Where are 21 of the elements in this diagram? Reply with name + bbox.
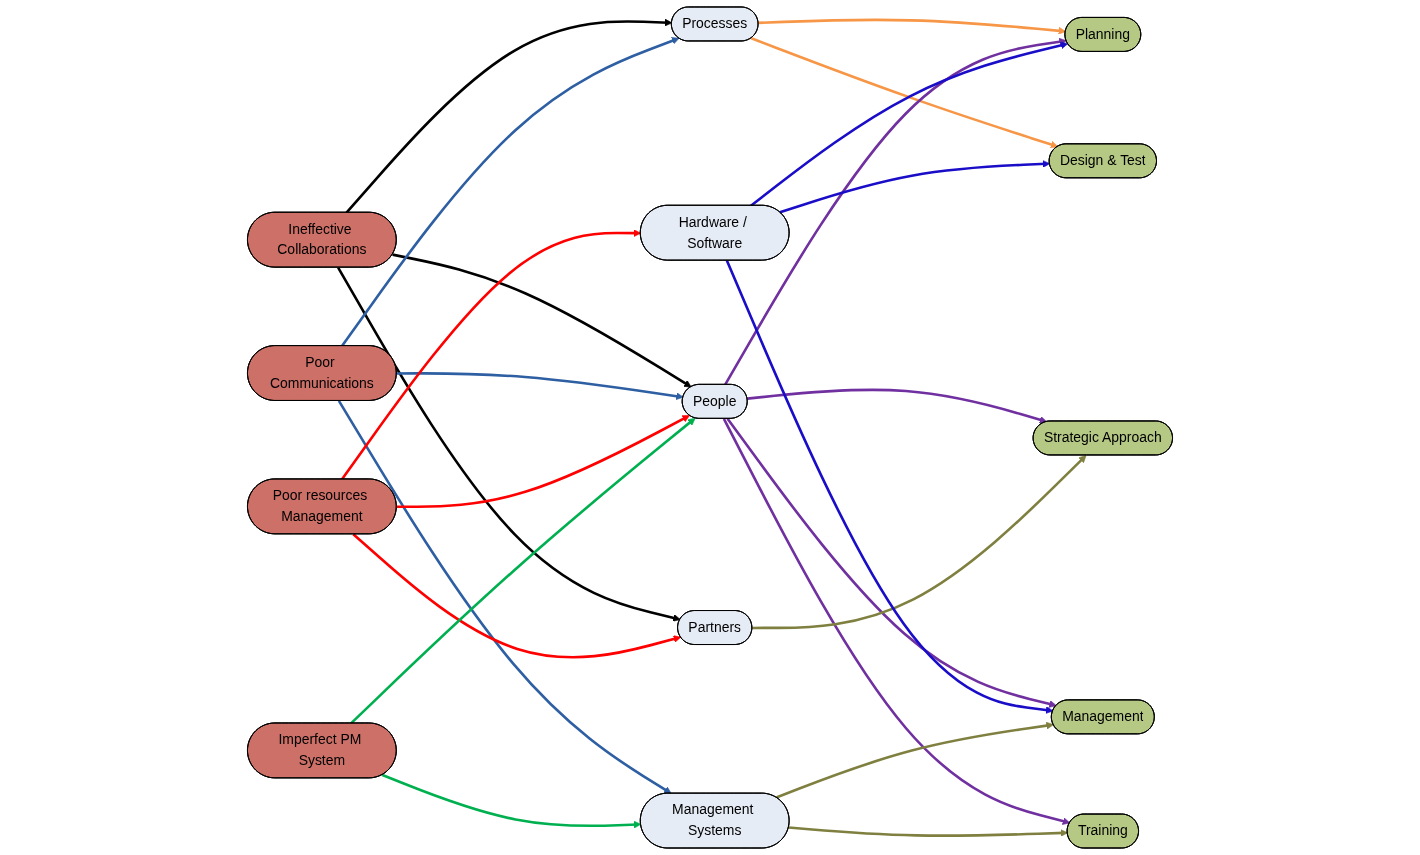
arrow: [381, 773, 642, 829]
arrow: [779, 160, 1051, 214]
arrow: [747, 388, 1048, 424]
arrow: [775, 721, 1054, 799]
arrow: [722, 418, 1071, 825]
arrow: [396, 415, 690, 509]
arrow: [337, 266, 681, 622]
arrow: [750, 41, 1069, 207]
arrow: [752, 455, 1087, 630]
arrow: [345, 18, 673, 214]
arrow: [750, 37, 1059, 149]
arrow: [392, 253, 692, 388]
arrow: [725, 260, 1054, 714]
arrow: [788, 826, 1068, 837]
arrow: [352, 533, 682, 659]
arrow: [758, 18, 1067, 35]
arrow: [723, 37, 1067, 386]
arrow: [396, 372, 684, 400]
arrow: [340, 37, 680, 347]
arrow: [337, 400, 672, 794]
arrow: [726, 418, 1057, 708]
